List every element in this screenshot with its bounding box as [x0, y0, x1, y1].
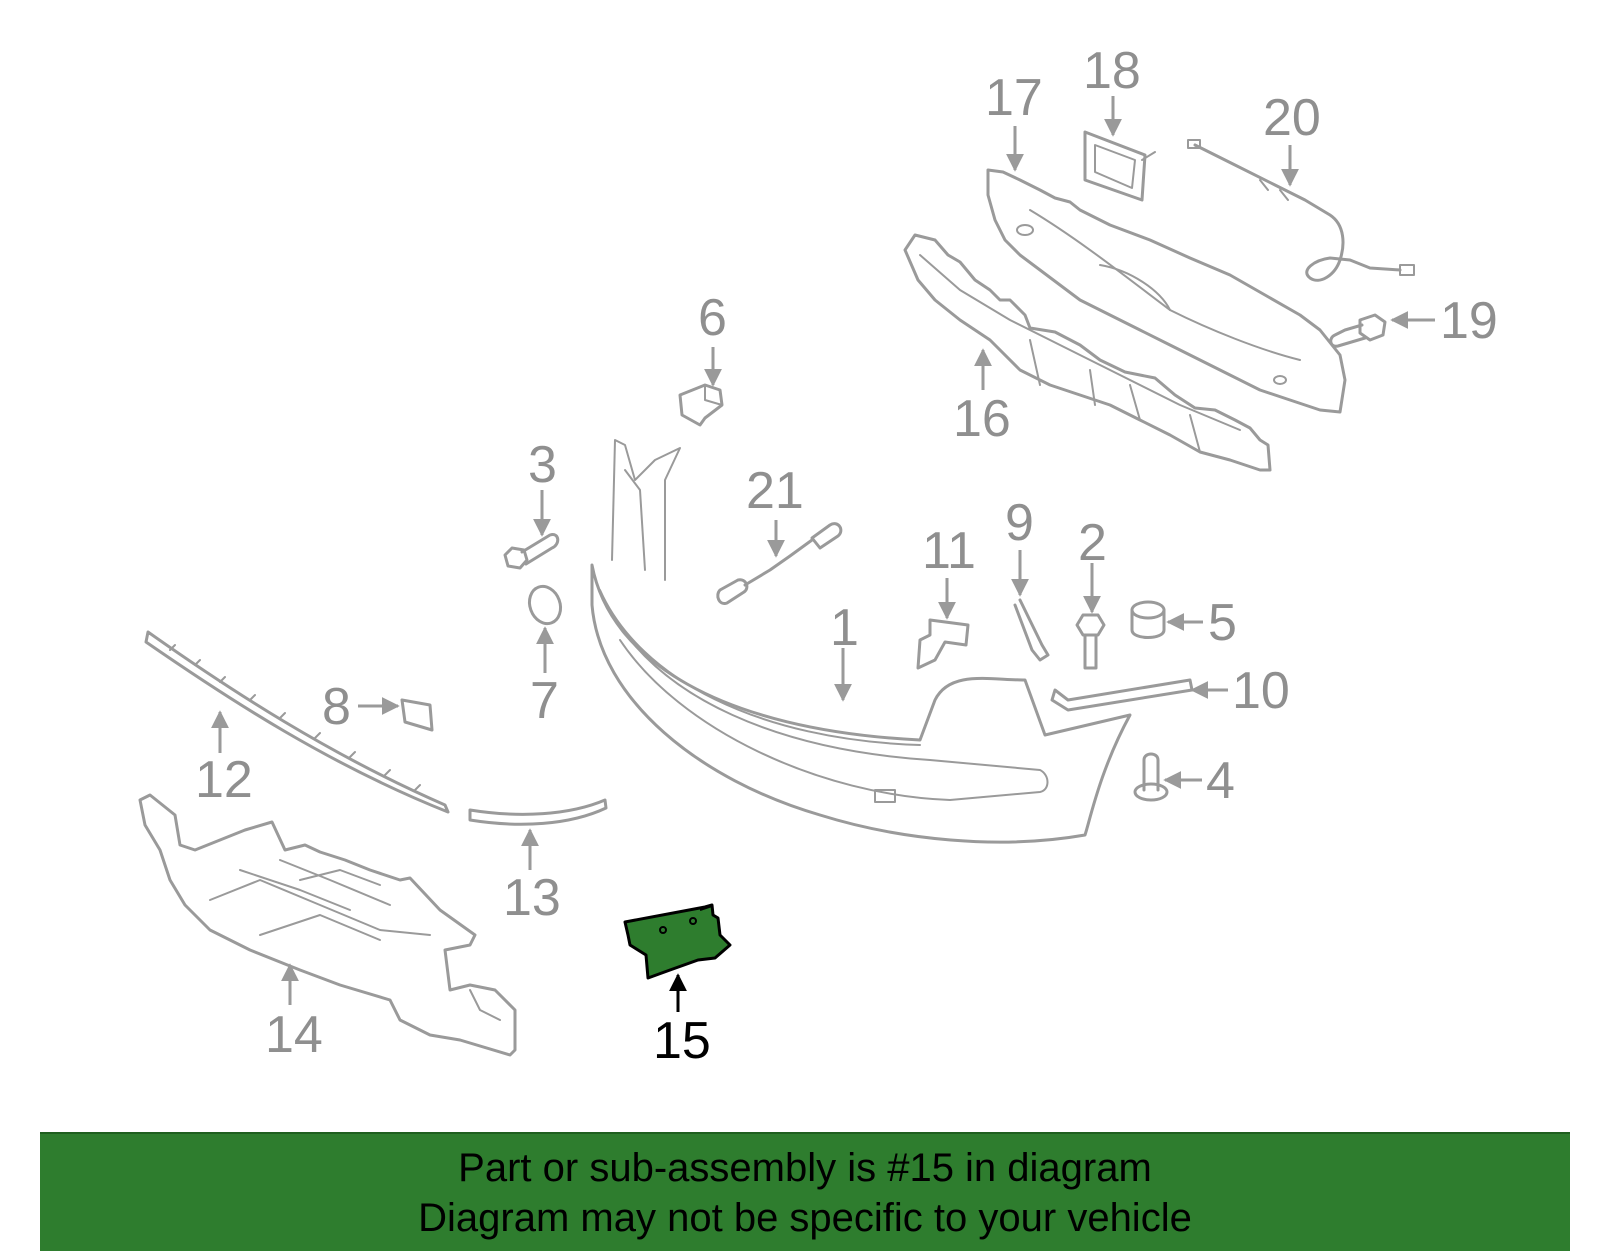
- callout-13: 13: [503, 869, 561, 927]
- absorber-16-part: [903, 233, 1272, 472]
- pad-8-part: [400, 698, 434, 732]
- bracket-11-part: [916, 618, 970, 670]
- callout-18: 18: [1083, 42, 1141, 100]
- callout-1: 1: [830, 599, 859, 657]
- bolt-3-part: [503, 533, 560, 570]
- callout-17: 17: [985, 69, 1043, 127]
- callout-9: 9: [1005, 494, 1034, 552]
- sensor-21-part: [716, 522, 843, 605]
- info-banner: Part or sub-assembly is #15 in diagram D…: [40, 1132, 1570, 1251]
- callout-4: 4: [1206, 752, 1235, 810]
- callout-19: 19: [1440, 292, 1498, 350]
- molding-13-part: [468, 798, 608, 826]
- callout-15: 15: [653, 1012, 711, 1070]
- bracket-18-part: [1083, 130, 1156, 202]
- bracket-15-part[interactable]: [623, 903, 732, 980]
- callout-6: 6: [698, 289, 727, 347]
- banner-line-1: Part or sub-assembly is #15 in diagram: [458, 1145, 1152, 1190]
- callout-5: 5: [1208, 594, 1237, 652]
- callout-12: 12: [195, 751, 253, 809]
- harness-20-part: [1187, 139, 1415, 282]
- callout-14: 14: [265, 1006, 323, 1064]
- callout-8: 8: [322, 678, 351, 736]
- callout-3: 3: [528, 436, 557, 494]
- banner-line-2: Diagram may not be specific to your vehi…: [418, 1195, 1192, 1240]
- callout-21: 21: [746, 462, 804, 520]
- strip-9-part: [1013, 598, 1050, 662]
- callout-7: 7: [530, 672, 559, 730]
- callout-16: 16: [953, 390, 1011, 448]
- bolt-19-part: [1329, 313, 1387, 348]
- callout-10: 10: [1232, 662, 1290, 720]
- bolt-2-part: [1075, 613, 1106, 670]
- push-pin-4-part: [1133, 752, 1169, 802]
- callout-20: 20: [1263, 89, 1321, 147]
- molding-12-part: [144, 630, 450, 814]
- splash-shield-14-part: [138, 793, 517, 1057]
- callout-11: 11: [922, 522, 976, 580]
- cap-5-part: [1130, 600, 1166, 639]
- callout-2: 2: [1078, 514, 1107, 572]
- strip-10-part: [1050, 678, 1194, 712]
- callout-labels: 1 2 3 4 5 6 7 8 9 10 11 12 13 14 15 16 1…: [195, 42, 1498, 1070]
- bumper-cover-part: [590, 439, 1132, 844]
- reinforcement-17-part: [986, 168, 1347, 414]
- clip-6-part: [678, 383, 724, 427]
- callout-arrows: [211, 96, 1435, 1012]
- seal-7-part: [527, 584, 563, 626]
